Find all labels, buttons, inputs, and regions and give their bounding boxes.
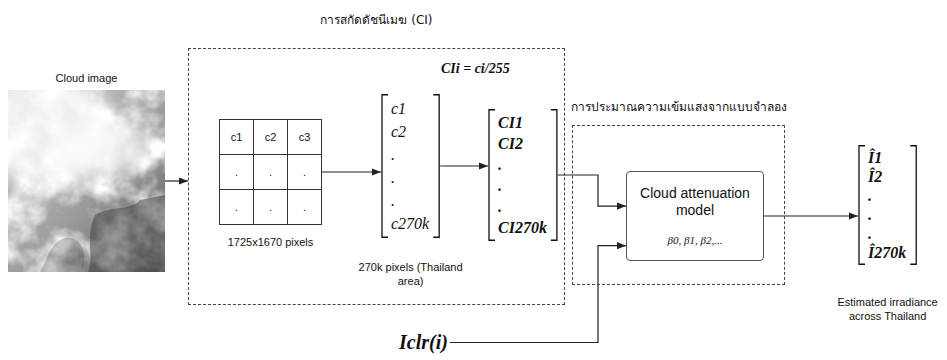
vector-entry: .: [498, 154, 547, 175]
grid-cell: c3: [288, 120, 322, 155]
model-title: Cloud attenuation model: [635, 185, 755, 220]
vector-entry: .: [868, 205, 906, 224]
vector-entry: Î270k: [868, 243, 906, 262]
output-vector: Î1Î2...Î270kEstimated irradiance across …: [858, 145, 917, 265]
connector-arrow: [450, 246, 626, 343]
vector-body: Î1Î2...Î270k: [858, 145, 917, 265]
connector-arrow: [558, 175, 626, 206]
pixel-grid: c1c2c3......1725x1670 pixels: [219, 119, 322, 225]
grid-cell: .: [288, 155, 322, 190]
grid-caption: 1725x1670 pixels: [228, 235, 314, 249]
grid-cell: .: [288, 190, 322, 225]
bracket-line: [433, 95, 439, 238]
image-node: Cloud image: [8, 90, 165, 272]
bracket-line: [859, 146, 865, 265]
index-vector: CI1CI2...CI270k: [488, 109, 558, 241]
grid-cell: .: [220, 155, 254, 190]
vector-entry: Î2: [868, 167, 906, 186]
bracket-line: [489, 110, 495, 241]
bracket-line: [910, 146, 916, 265]
dashed-group: การประมาณความเข้มแสงจากแบบจำลองCloud att…: [572, 125, 785, 285]
vector-entry: Î1: [868, 148, 906, 167]
connector-arrow: [322, 171, 381, 172]
vector-entry: .: [391, 143, 429, 166]
connector-arrow: [165, 180, 188, 181]
vector-entry: .: [498, 175, 547, 196]
connector-arrow: [440, 165, 488, 166]
grid-cell: .: [254, 190, 288, 225]
vector-caption: 270k pixels (Thailand area): [355, 260, 467, 289]
vector-entry: CI270k: [498, 217, 547, 238]
vector-entry: .: [868, 224, 906, 243]
bracket-line: [551, 110, 557, 241]
vector-entry: c1: [391, 97, 429, 120]
group-heading: การสกัดดัชนีเมฆ (CI): [320, 10, 432, 29]
grid-table: c1c2c3......: [219, 119, 322, 225]
cloud-satellite-image: [8, 90, 165, 272]
bracket-line: [382, 95, 388, 238]
vector-entry: CI1: [498, 112, 547, 133]
vector-body: c1c2...c270k: [381, 94, 440, 238]
input-symbol-text: Iclr(i): [397, 330, 450, 355]
group-heading: การประมาณความเข้มแสงจากแบบจำลอง: [571, 97, 787, 116]
grid-cell: c2: [254, 120, 288, 155]
vector-entry: CI2: [498, 133, 547, 154]
vector-body: CI1CI2...CI270k: [488, 109, 558, 241]
grid-cell: c1: [220, 120, 254, 155]
vector-entry: .: [498, 196, 547, 217]
model-box: Cloud attenuation model β0, β1, β2,...: [626, 171, 764, 261]
vector-entry: c270k: [391, 212, 429, 235]
pixel-vector: c1c2...c270k270k pixels (Thailand area): [381, 94, 440, 238]
vector-caption: Estimated irradiance across Thailand: [835, 295, 941, 324]
vector-entry: .: [868, 186, 906, 205]
vector-entry: .: [391, 166, 429, 189]
dashed-group: การสกัดดัชนีเมฆ (CI)CIi = ci/255c1c2c3..…: [188, 48, 565, 305]
grid-cell: .: [220, 190, 254, 225]
formula-label: CIi = ci/255: [441, 61, 510, 77]
input-symbol: Iclr(i): [397, 330, 450, 355]
vector-entry: c2: [391, 120, 429, 143]
image-label: Cloud image: [56, 72, 118, 84]
vector-entry: .: [391, 189, 429, 212]
connector-arrow: [764, 215, 858, 216]
model-parameters: β0, β1, β2,...: [668, 234, 723, 247]
grid-cell: .: [254, 155, 288, 190]
